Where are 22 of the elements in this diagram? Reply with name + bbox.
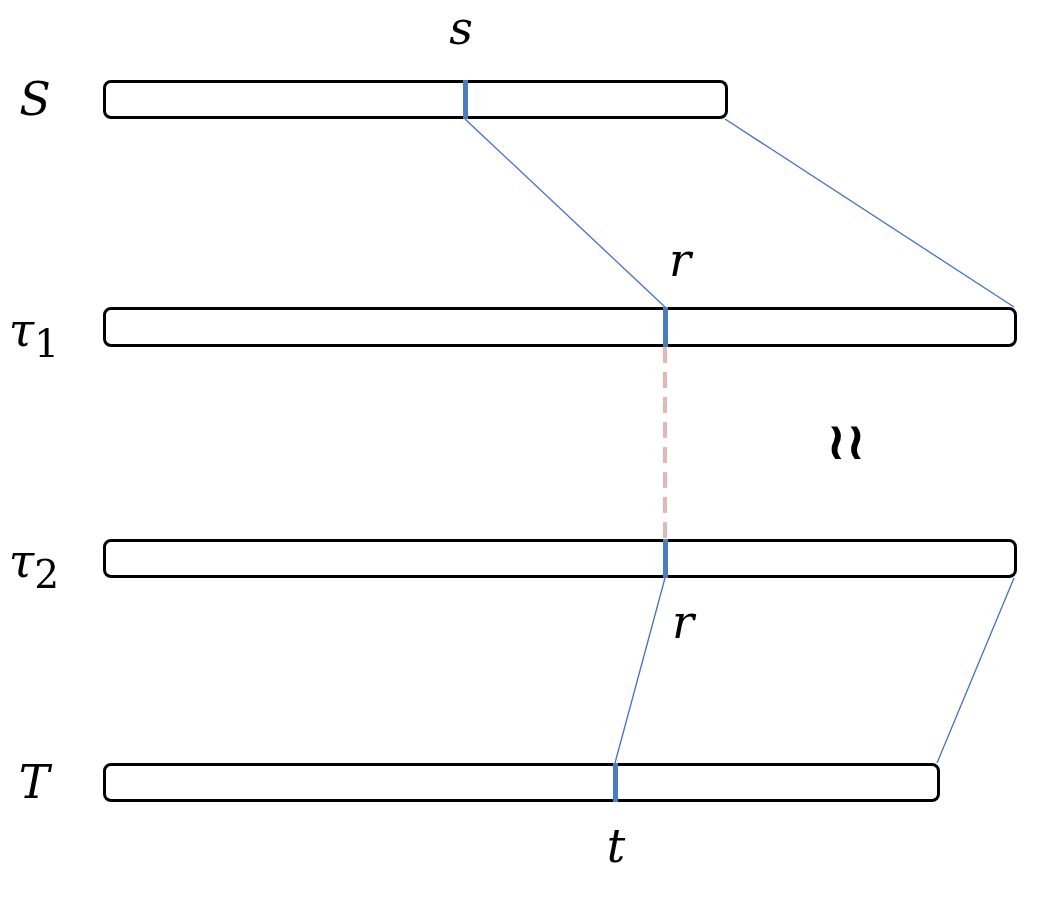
- connector-line: [614, 577, 666, 764]
- connector-line: [724, 118, 1015, 308]
- dashed-line: [663, 347, 667, 539]
- position-label: r: [672, 599, 694, 645]
- position-mark: [662, 539, 668, 578]
- sequence-label: S: [19, 76, 51, 122]
- position-label: s: [449, 5, 473, 51]
- sequence-bar: [103, 307, 1017, 347]
- position-label: r: [669, 237, 691, 283]
- approx-symbol: ≀≀: [826, 415, 866, 467]
- position-mark: [612, 763, 618, 802]
- position-mark: [662, 307, 668, 347]
- connector-line: [936, 577, 1015, 764]
- position-label: t: [606, 823, 626, 869]
- sequence-label: τ$_{1}$: [8, 306, 60, 364]
- sequence-bar: [103, 80, 728, 119]
- sequence-bar: [103, 763, 940, 802]
- position-mark: [462, 80, 468, 119]
- sequence-label: T: [18, 759, 50, 805]
- connector-line: [464, 118, 666, 308]
- sequence-label: τ$_{2}$: [8, 537, 60, 595]
- sequence-bar: [103, 539, 1017, 578]
